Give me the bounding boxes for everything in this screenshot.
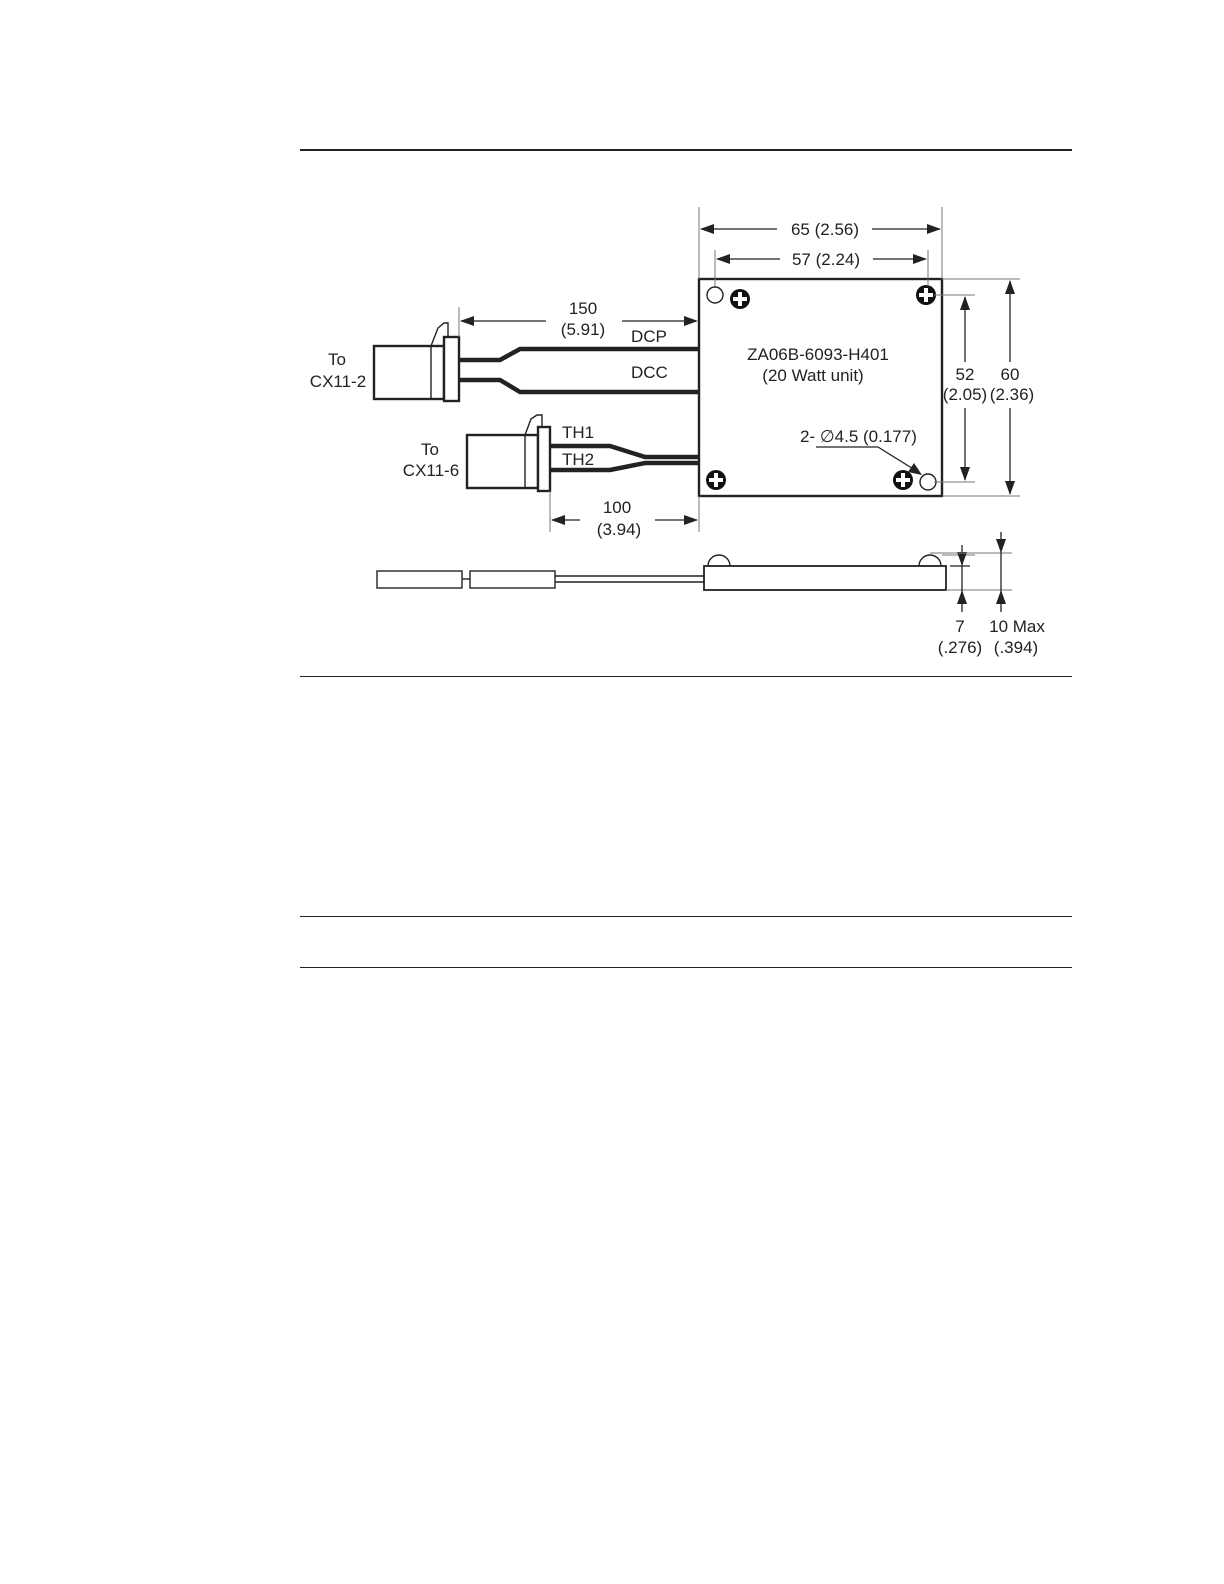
connector-bottom-target: CX11-6 bbox=[403, 461, 459, 480]
screw-icon bbox=[893, 470, 913, 490]
label-cable-power-in: (5.91) bbox=[561, 320, 605, 339]
label-th1: TH1 bbox=[562, 423, 594, 442]
label-cable-power-mm: 150 bbox=[569, 299, 597, 318]
label-cable-thermo-mm: 100 bbox=[603, 498, 631, 517]
label-thickness-in: (.276) bbox=[938, 638, 982, 657]
connector-cx11-2 bbox=[374, 323, 459, 401]
connector-top-target: CX11-2 bbox=[310, 372, 366, 391]
screw-icon bbox=[916, 285, 936, 305]
label-dcc: DCC bbox=[631, 363, 668, 382]
label-dcp: DCP bbox=[631, 327, 667, 346]
screw-icon bbox=[706, 470, 726, 490]
wire-dcp bbox=[459, 349, 698, 360]
label-th2: TH2 bbox=[562, 450, 594, 469]
connector-bottom-to: To bbox=[421, 440, 439, 459]
label-hole-spacing-x: 57 (2.24) bbox=[792, 250, 860, 269]
screw-icon bbox=[730, 289, 750, 309]
label-width-overall: 65 (2.56) bbox=[791, 220, 859, 239]
label-hole-spacing-y-mm: 52 bbox=[956, 365, 975, 384]
label-height-overall-in: (2.36) bbox=[990, 385, 1034, 404]
label-holes: 2- ∅4.5 (0.177) bbox=[800, 427, 917, 446]
unit-description: (20 Watt unit) bbox=[762, 366, 863, 385]
label-hole-spacing-y-in: (2.05) bbox=[943, 385, 987, 404]
unit-part-number: ZA06B-6093-H401 bbox=[747, 345, 889, 364]
connector-cx11-6 bbox=[467, 415, 550, 491]
dimension-max-height bbox=[996, 532, 1006, 612]
label-height-overall-mm: 60 bbox=[1001, 365, 1020, 384]
label-thickness-mm: 7 bbox=[955, 617, 964, 636]
connector-top-to: To bbox=[328, 350, 346, 369]
label-max-height-in: (.394) bbox=[994, 638, 1038, 657]
side-view bbox=[377, 555, 946, 590]
label-max-height-mm: 10 Max bbox=[989, 617, 1045, 636]
label-cable-thermo-in: (3.94) bbox=[597, 520, 641, 539]
